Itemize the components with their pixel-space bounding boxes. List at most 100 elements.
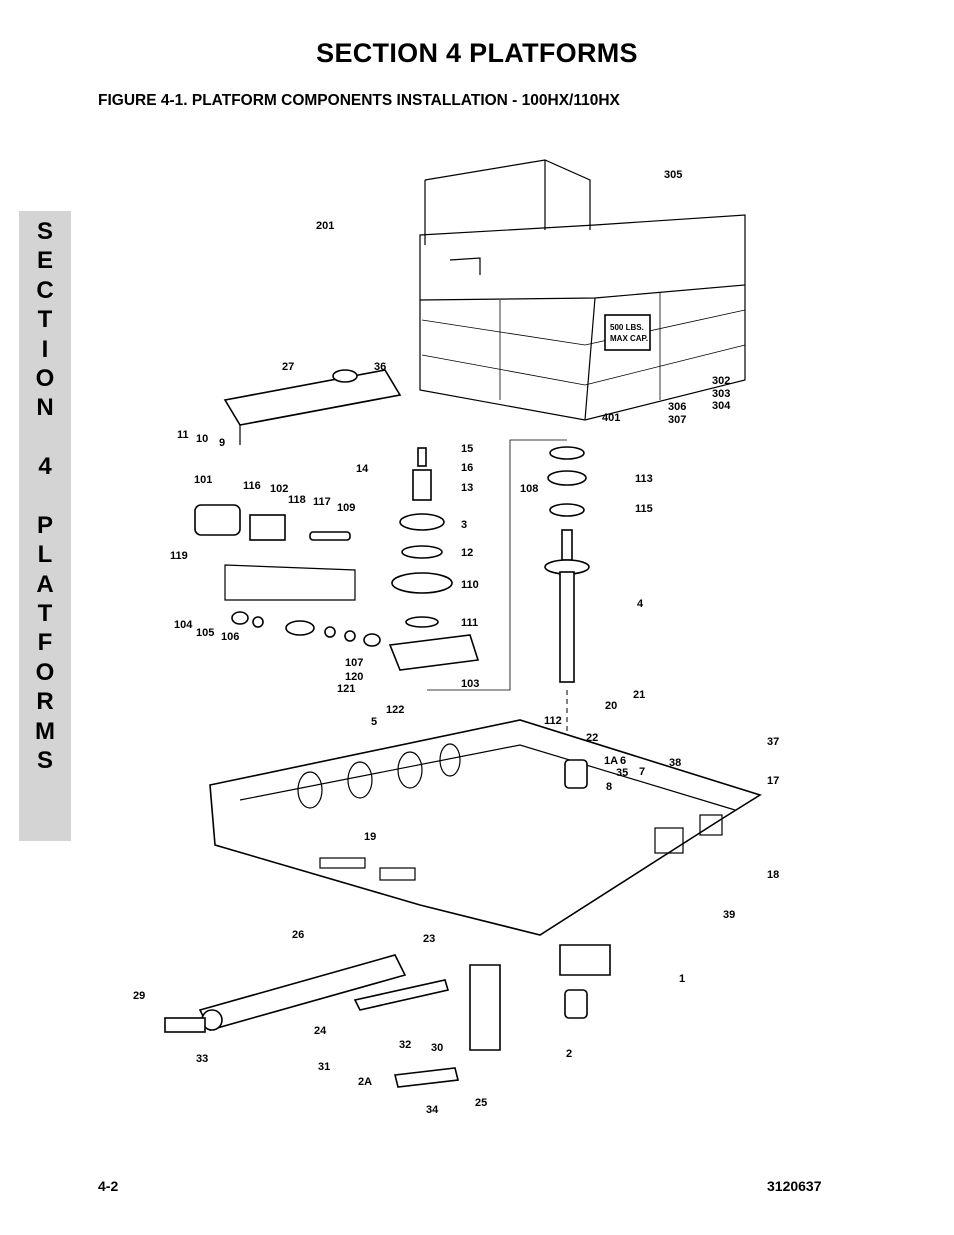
callout-label: 102 xyxy=(270,483,288,495)
callout-label: 39 xyxy=(723,909,735,921)
callout-label: 112 xyxy=(544,715,562,727)
side-tab-letter: S xyxy=(36,218,53,245)
side-tab-letter: C xyxy=(36,276,54,304)
callout-label: 109 xyxy=(337,502,355,514)
callout-label: 108 xyxy=(520,483,538,495)
callout-label: 20 xyxy=(605,700,617,712)
callout-label: 14 xyxy=(356,463,369,475)
leveling-cylinder xyxy=(164,954,501,1088)
callout-label: 121 xyxy=(337,683,355,695)
rotator-stack xyxy=(388,447,480,671)
callout-label: 304 xyxy=(712,400,731,412)
callout-label: 18 xyxy=(767,869,779,881)
callout-label: 103 xyxy=(461,678,479,690)
callout-label: 120 xyxy=(345,671,363,683)
callout-label: 201 xyxy=(316,220,334,232)
callout-label: 116 xyxy=(243,480,261,492)
side-tab-letter: 4 xyxy=(38,453,52,481)
side-tab-letter: O xyxy=(35,364,55,392)
side-tab-letter: N xyxy=(36,394,54,422)
callout-label: 113 xyxy=(635,473,653,485)
callout-label: 33 xyxy=(196,1053,208,1065)
callout-label: 36 xyxy=(374,361,386,373)
callout-label: 37 xyxy=(767,736,779,748)
callout-label: 111 xyxy=(461,617,478,629)
callout-label: 122 xyxy=(386,704,404,716)
callout-label: 11 xyxy=(177,429,189,441)
callout-label: 8 xyxy=(606,781,612,793)
side-tab-letter: I xyxy=(41,335,49,363)
callout-label: 7 xyxy=(639,766,645,778)
callout-label: 117 xyxy=(313,496,331,508)
callout-label: 118 xyxy=(288,494,306,506)
callout-label: 101 xyxy=(194,474,212,486)
callout-label: 4 xyxy=(637,598,644,610)
capacity-decal-line1: 500 LBS. xyxy=(610,323,644,332)
callout-label: 17 xyxy=(767,775,779,787)
callout-label: 305 xyxy=(664,169,682,181)
callout-label: 12 xyxy=(461,547,473,559)
rotator-motor xyxy=(194,504,356,601)
callout-label: 25 xyxy=(475,1097,487,1109)
side-tab-letter: P xyxy=(36,511,53,539)
callout-label: 19 xyxy=(364,831,376,843)
document-number: 3120637 xyxy=(767,1178,822,1194)
callout-label: 9 xyxy=(219,437,225,449)
callout-label: 1 xyxy=(679,973,685,985)
side-tab-letter: A xyxy=(36,570,54,598)
callout-label: 22 xyxy=(586,732,598,744)
callout-label: 23 xyxy=(423,933,435,945)
callout-label: 303 xyxy=(712,388,730,400)
callout-label: 38 xyxy=(669,757,681,769)
callout-label: 119 xyxy=(170,550,188,562)
callout-label: 35 xyxy=(616,767,628,779)
callout-label: 30 xyxy=(431,1042,443,1054)
side-tab-letter: O xyxy=(35,658,55,686)
callout-label: 106 xyxy=(221,631,239,643)
callout-label: 27 xyxy=(282,361,294,373)
side-tab-letter: S xyxy=(36,747,53,775)
callout-label: 13 xyxy=(461,482,473,494)
callout-label: 307 xyxy=(668,414,686,426)
side-tab-letter: E xyxy=(36,247,53,275)
callout-label: 302 xyxy=(712,375,730,387)
callout-label: 107 xyxy=(345,657,363,669)
section-title: SECTION 4 PLATFORMS xyxy=(316,38,638,68)
callout-label: 32 xyxy=(399,1039,411,1051)
figure-title: FIGURE 4-1. PLATFORM COMPONENTS INSTALLA… xyxy=(98,92,620,109)
callout-label: 401 xyxy=(602,412,620,424)
callout-label: 34 xyxy=(426,1104,439,1116)
support-frame xyxy=(209,719,762,1019)
callout-label: 26 xyxy=(292,929,304,941)
capacity-decal-line2: MAX CAP. xyxy=(610,334,648,343)
page-number: 4-2 xyxy=(98,1178,119,1194)
callout-label: 5 xyxy=(371,716,377,728)
worm-gear-parts xyxy=(231,611,381,647)
callout-label: 110 xyxy=(461,579,479,591)
callout-label: 1A xyxy=(604,755,618,767)
side-tab-letter: T xyxy=(37,306,53,334)
callout-label: 10 xyxy=(196,433,208,445)
callout-label: 105 xyxy=(196,627,214,639)
side-tab-letter: R xyxy=(36,688,54,716)
callout-label: 15 xyxy=(461,443,473,455)
side-tab-letter: L xyxy=(37,541,53,569)
side-tab-letter: T xyxy=(37,600,53,628)
callout-label: 306 xyxy=(668,401,686,413)
callout-label: 6 xyxy=(620,755,626,767)
callout-label: 3 xyxy=(461,519,467,531)
callout-label: 2 xyxy=(566,1048,572,1060)
callout-label: 2A xyxy=(358,1076,372,1088)
platform-cover xyxy=(223,369,402,445)
callout-label: 115 xyxy=(635,503,653,515)
callout-label: 104 xyxy=(174,619,193,631)
support-shaft xyxy=(427,439,590,760)
side-tab-letter: M xyxy=(35,717,55,745)
callout-label: 16 xyxy=(461,462,473,474)
side-tab-letter: F xyxy=(37,629,53,657)
callout-label: 24 xyxy=(314,1025,327,1037)
